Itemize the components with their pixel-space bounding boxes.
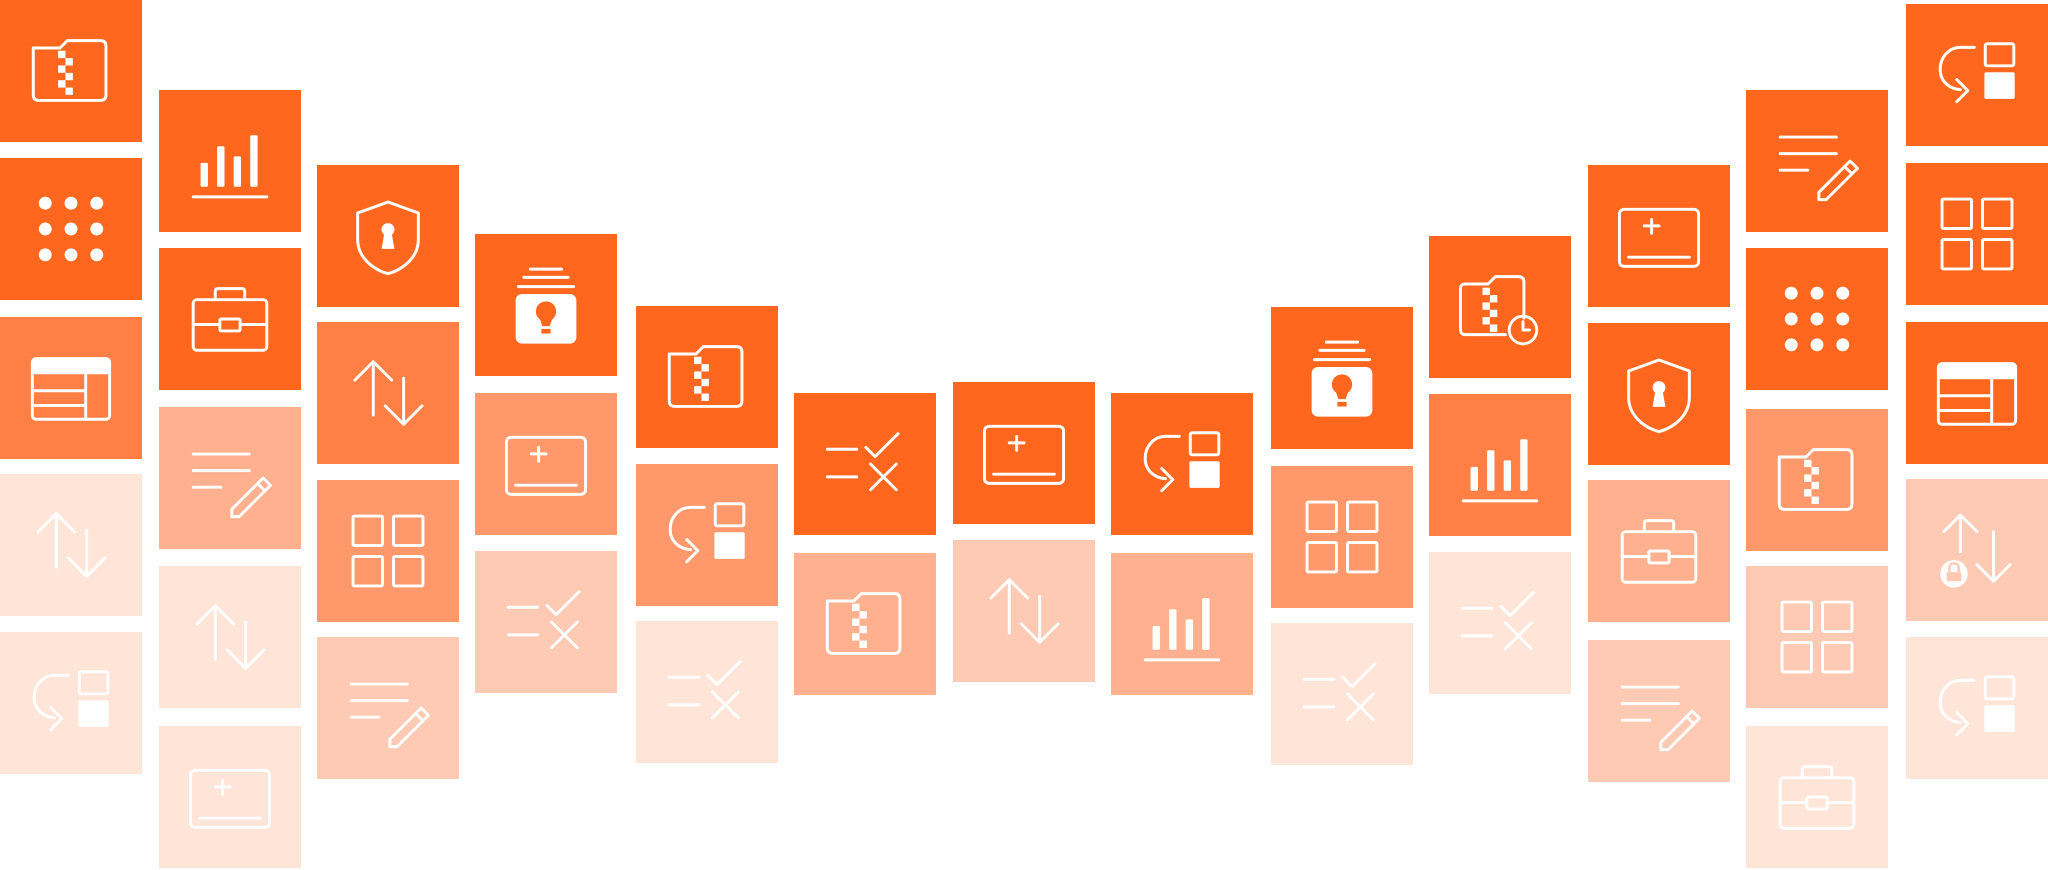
tablet-plus-icon: [978, 407, 1070, 499]
icon-tile-12-4: [1746, 566, 1888, 708]
notes-pencil-icon: [342, 662, 434, 754]
icon-tile-6-1: [794, 393, 936, 535]
icon-tile-6-2: [794, 553, 936, 695]
tablet-plus-icon: [184, 751, 276, 843]
icon-tile-1-3: [0, 317, 142, 459]
undo-block-icon: [1931, 29, 2023, 121]
bar-chart-icon: [184, 115, 276, 207]
grid-squares-icon: [1296, 491, 1388, 583]
icon-tile-13-3: [1906, 322, 2048, 464]
bar-chart-icon: [1136, 578, 1228, 670]
icon-tile-3-4: [317, 637, 459, 779]
icon-tile-11-2: [1588, 323, 1730, 465]
icon-tile-2-5: [159, 726, 301, 868]
icon-tile-1-4: [0, 474, 142, 616]
security-shield-icon: [1613, 348, 1705, 440]
icon-tile-4-2: [475, 393, 617, 535]
lightbulb-jar-icon: [1296, 332, 1388, 424]
dot-grid-icon: [1771, 273, 1863, 365]
icon-tile-13-1: [1906, 4, 2048, 146]
notes-pencil-icon: [1771, 115, 1863, 207]
icon-tile-5-1: [636, 306, 778, 448]
icon-tile-10-3: [1429, 552, 1571, 694]
icon-tile-12-1: [1746, 90, 1888, 232]
dot-grid-icon: [25, 183, 117, 275]
sort-arrows-icon: [342, 347, 434, 439]
tablet-plus-icon: [1613, 190, 1705, 282]
undo-block-icon: [25, 657, 117, 749]
icon-tile-12-2: [1746, 248, 1888, 390]
icon-tile-2-1: [159, 90, 301, 232]
icon-tile-13-4: [1906, 479, 2048, 621]
grid-squares-icon: [1931, 188, 2023, 280]
icon-tile-5-2: [636, 464, 778, 606]
zip-folder-clock-icon: [1454, 261, 1546, 353]
briefcase-icon: [1613, 505, 1705, 597]
icon-tile-10-1: [1429, 236, 1571, 378]
icon-tile-13-2: [1906, 163, 2048, 305]
sort-arrows-icon: [978, 565, 1070, 657]
icon-tile-11-1: [1588, 165, 1730, 307]
check-x-list-icon: [1296, 648, 1388, 740]
icon-tile-7-1: [953, 382, 1095, 524]
check-x-list-icon: [1454, 577, 1546, 669]
icon-tile-12-5: [1746, 726, 1888, 868]
icon-tile-2-4: [159, 566, 301, 708]
icon-tile-8-2: [1111, 553, 1253, 695]
zip-folder-icon: [1771, 434, 1863, 526]
security-shield-icon: [342, 190, 434, 282]
icon-tile-4-3: [475, 551, 617, 693]
icon-tile-9-2: [1271, 466, 1413, 608]
check-x-list-icon: [661, 646, 753, 738]
check-x-list-icon: [819, 418, 911, 510]
sort-arrows-lock-icon: [1931, 504, 2023, 596]
notes-pencil-icon: [1613, 665, 1705, 757]
bar-chart-icon: [1454, 419, 1546, 511]
sort-arrows-icon: [25, 499, 117, 591]
briefcase-icon: [184, 273, 276, 365]
zip-folder-icon: [819, 578, 911, 670]
zip-folder-icon: [661, 331, 753, 423]
icon-tile-13-5: [1906, 637, 2048, 779]
icon-tile-2-2: [159, 248, 301, 390]
icon-tile-3-1: [317, 165, 459, 307]
icon-tile-9-1: [1271, 307, 1413, 449]
icon-tile-1-5: [0, 632, 142, 774]
grid-squares-icon: [342, 505, 434, 597]
icon-tile-9-3: [1271, 623, 1413, 765]
icon-tile-11-4: [1588, 640, 1730, 782]
icon-tile-4-1: [475, 234, 617, 376]
notes-pencil-icon: [184, 432, 276, 524]
undo-block-icon: [661, 489, 753, 581]
icon-tile-8-1: [1111, 393, 1253, 535]
icon-tile-11-3: [1588, 480, 1730, 622]
icon-tile-10-2: [1429, 394, 1571, 536]
icon-tile-3-2: [317, 322, 459, 464]
icon-tile-2-3: [159, 407, 301, 549]
icon-tile-12-3: [1746, 409, 1888, 551]
icon-tile-1-1: [0, 0, 142, 142]
grid-squares-icon: [1771, 591, 1863, 683]
undo-block-icon: [1931, 662, 2023, 754]
zip-folder-icon: [25, 25, 117, 117]
icon-tile-5-3: [636, 621, 778, 763]
table-layout-icon: [25, 342, 117, 434]
check-x-list-icon: [500, 576, 592, 668]
icon-tile-3-3: [317, 480, 459, 622]
briefcase-icon: [1771, 751, 1863, 843]
undo-block-icon: [1136, 418, 1228, 510]
sort-arrows-icon: [184, 591, 276, 683]
lightbulb-jar-icon: [500, 259, 592, 351]
icon-tile-7-2: [953, 540, 1095, 682]
table-layout-icon: [1931, 347, 2023, 439]
icon-tile-1-2: [0, 158, 142, 300]
tablet-plus-icon: [500, 418, 592, 510]
